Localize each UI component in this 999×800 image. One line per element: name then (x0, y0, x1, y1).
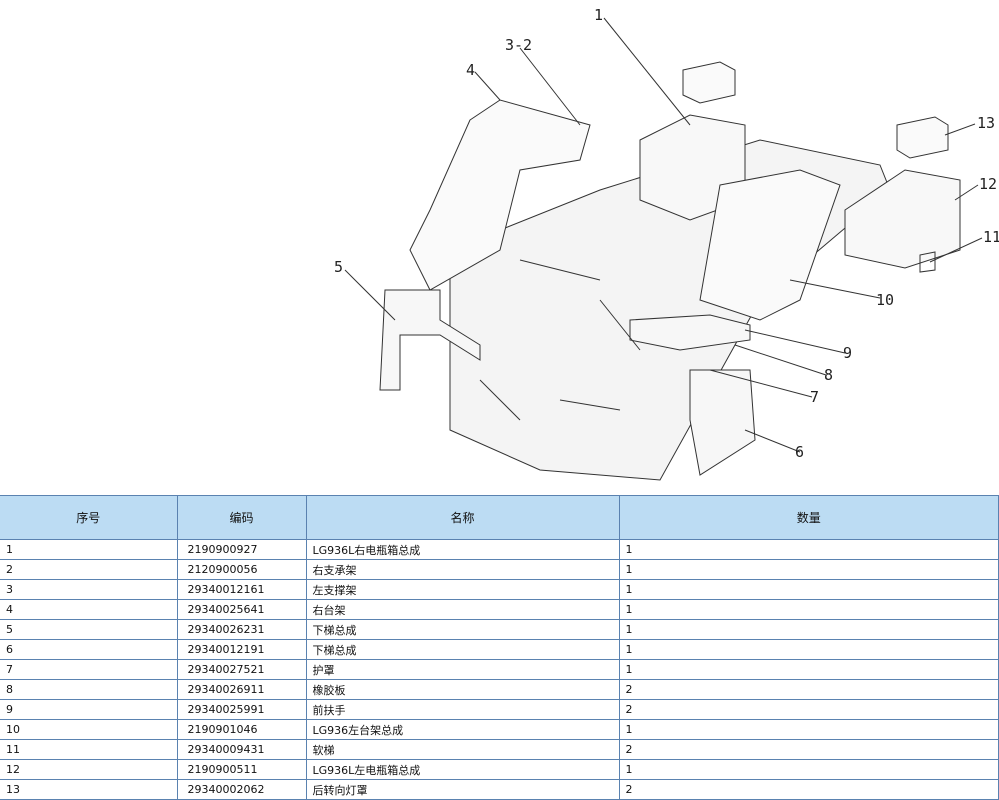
leader-lines (344, 17, 983, 453)
row-code: 2190901046 (177, 719, 307, 740)
callout-11: 11 (983, 228, 999, 246)
row-quantity: 2 (619, 679, 999, 700)
callout-1: 1 (594, 6, 603, 24)
row-code: 2190900511 (177, 759, 307, 780)
row-index: 5 (0, 619, 178, 640)
row-index: 13 (0, 779, 178, 800)
row-index: 8 (0, 679, 178, 700)
row-code: 29340009431 (177, 739, 307, 760)
row-name: LG936L右电瓶箱总成 (306, 539, 620, 560)
row-name: 前扶手 (306, 699, 620, 720)
row-name: 后转向灯罩 (306, 779, 620, 800)
row-code: 29340025991 (177, 699, 307, 720)
row-quantity: 1 (619, 539, 999, 560)
row-name: 护罩 (306, 659, 620, 680)
row-index: 1 (0, 539, 178, 560)
row-name: 下梯总成 (306, 619, 620, 640)
row-index: 9 (0, 699, 178, 720)
header-name: 名称 (306, 495, 620, 540)
callout-3-2: 3-2 (505, 36, 532, 54)
row-index: 3 (0, 579, 178, 600)
row-name: 右支承架 (306, 559, 620, 580)
table-header: 序号 编码 名称 数量 (0, 495, 999, 540)
row-name: 左支撑架 (306, 579, 620, 600)
row-code: 29340027521 (177, 659, 307, 680)
row-name: LG936L左电瓶箱总成 (306, 759, 620, 780)
callout-4: 4 (466, 61, 475, 79)
row-code: 29340026911 (177, 679, 307, 700)
row-code: 29340026231 (177, 619, 307, 640)
row-quantity: 1 (619, 759, 999, 780)
row-name: 下梯总成 (306, 639, 620, 660)
row-quantity: 1 (619, 659, 999, 680)
callout-7: 7 (810, 388, 819, 406)
row-name: LG936左台架总成 (306, 719, 620, 740)
parts-exploded-diagram: 1 3-2 4 13 12 11 10 9 8 7 6 5 (334, 6, 999, 481)
row-quantity: 1 (619, 719, 999, 740)
row-name: 右台架 (306, 599, 620, 620)
row-quantity: 2 (619, 739, 999, 760)
callout-5: 5 (334, 258, 343, 276)
row-code: 29340025641 (177, 599, 307, 620)
row-code: 2190900927 (177, 539, 307, 560)
row-code: 29340012191 (177, 639, 307, 660)
header-code: 编码 (177, 495, 307, 540)
row-index: 2 (0, 559, 178, 580)
row-quantity: 1 (619, 579, 999, 600)
header-index: 序号 (0, 495, 178, 540)
row-quantity: 1 (619, 619, 999, 640)
callout-13: 13 (977, 114, 995, 132)
row-code: 29340012161 (177, 579, 307, 600)
callout-6: 6 (795, 443, 804, 461)
row-quantity: 2 (619, 779, 999, 800)
header-quantity: 数量 (619, 495, 999, 540)
row-index: 6 (0, 639, 178, 660)
row-name: 软梯 (306, 739, 620, 760)
row-index: 12 (0, 759, 178, 780)
frame-drawing (379, 61, 961, 481)
row-code: 29340002062 (177, 779, 307, 800)
row-index: 7 (0, 659, 178, 680)
row-quantity: 2 (619, 699, 999, 720)
row-index: 4 (0, 599, 178, 620)
row-quantity: 1 (619, 639, 999, 660)
row-name: 橡胶板 (306, 679, 620, 700)
callout-8: 8 (824, 366, 833, 384)
callout-12: 12 (979, 175, 997, 193)
callout-9: 9 (843, 344, 852, 362)
row-index: 11 (0, 739, 178, 760)
row-quantity: 1 (619, 599, 999, 620)
row-quantity: 1 (619, 559, 999, 580)
row-code: 2120900056 (177, 559, 307, 580)
callout-10: 10 (876, 291, 894, 309)
row-index: 10 (0, 719, 178, 740)
